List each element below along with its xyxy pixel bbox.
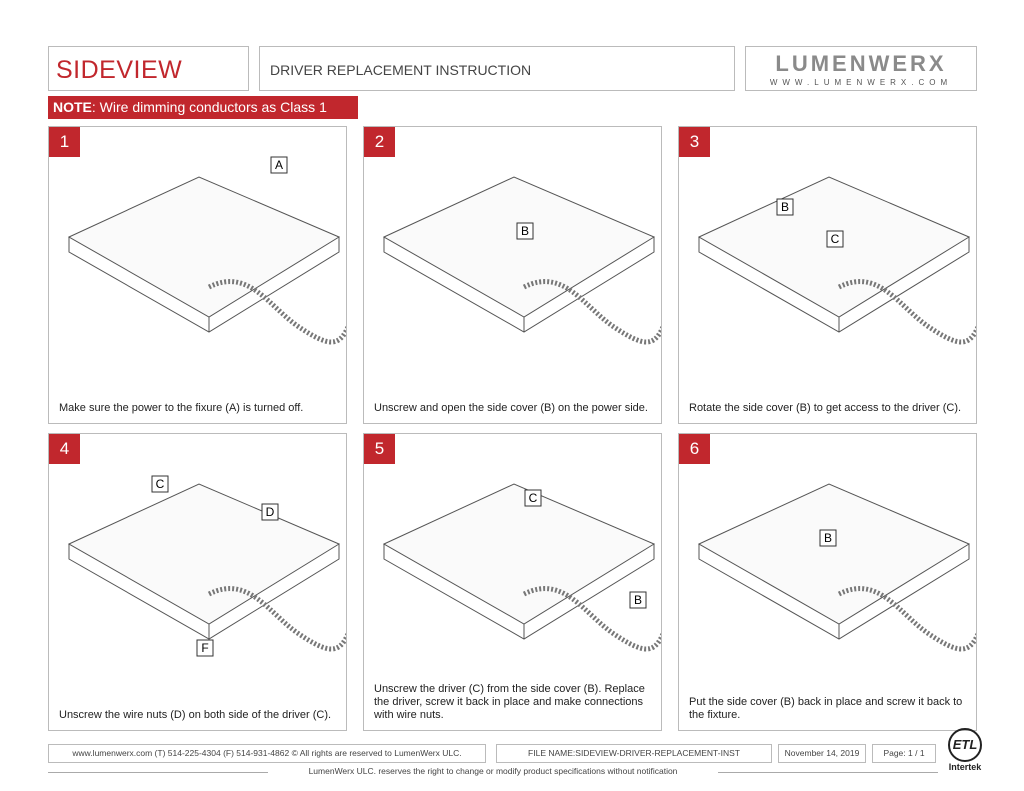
svg-text:F: F [201, 641, 208, 655]
step-number: 6 [679, 434, 710, 464]
step-number: 5 [364, 434, 395, 464]
callout-label: B [819, 529, 837, 547]
svg-text:C: C [529, 491, 538, 505]
svg-text:A: A [275, 158, 283, 172]
logo-wordmark: LUMENWERX [775, 51, 947, 76]
svg-text:D: D [266, 505, 275, 519]
footer-date: November 14, 2019 [778, 744, 866, 763]
callout-label: B [629, 591, 647, 609]
step-number: 2 [364, 127, 395, 157]
callout-label: C [151, 475, 169, 493]
callout-label: F [196, 639, 214, 657]
callout-label: B [516, 222, 534, 240]
step-number: 3 [679, 127, 710, 157]
svg-text:B: B [521, 224, 529, 238]
brand-logo: LUMENWERX WWW.LUMENWERX.COM [745, 46, 977, 91]
fixture-illustration: C D F [67, 475, 346, 657]
fixture-illustration: CB [382, 483, 661, 652]
fixture-illustration: B [697, 483, 976, 652]
step-caption: Put the side cover (B) back in place and… [689, 696, 968, 722]
etl-logo: ETL [948, 728, 982, 762]
step-number: 1 [49, 127, 80, 157]
note-banner: NOTE: Wire dimming conductors as Class 1 [48, 96, 358, 119]
callout-label: C [524, 489, 542, 507]
intertek-label: Intertek [948, 762, 982, 772]
note-label: NOTE [53, 99, 92, 115]
svg-text:C: C [831, 232, 840, 246]
page-title: SIDEVIEW [48, 46, 249, 91]
fixture-illustration: B [382, 176, 661, 345]
footer-contact: www.lumenwerx.com (T) 514-225-4304 (F) 5… [48, 744, 486, 763]
step-caption: Unscrew and open the side cover (B) on t… [374, 402, 653, 415]
svg-text:B: B [824, 531, 832, 545]
svg-text:C: C [156, 477, 165, 491]
certification-mark: ETL Intertek [945, 728, 985, 772]
step-number: 4 [49, 434, 80, 464]
step-caption: Unscrew the driver (C) from the side cov… [374, 683, 653, 722]
footer-page: Page: 1 / 1 [872, 744, 936, 763]
footer-file-name: FILE NAME:SIDEVIEW-DRIVER-REPLACEMENT-IN… [496, 744, 772, 763]
logo-url: WWW.LUMENWERX.COM [769, 78, 953, 87]
fixture-illustration: A [67, 156, 346, 345]
note-text: : Wire dimming conductors as Class 1 [91, 99, 327, 115]
fixture-illustration: BC [697, 176, 976, 345]
footer-disclaimer: LumenWerx ULC. reserves the right to cha… [48, 766, 938, 776]
step-caption: Unscrew the wire nuts (D) on both side o… [59, 709, 338, 722]
svg-text:B: B [634, 593, 642, 607]
callout-label: B [776, 198, 794, 216]
callout-label: C [826, 230, 844, 248]
callout-label: A [270, 156, 288, 174]
step-caption: Rotate the side cover (B) to get access … [689, 402, 968, 415]
step-caption: Make sure the power to the fixure (A) is… [59, 402, 338, 415]
svg-text:B: B [781, 200, 789, 214]
page-subtitle: DRIVER REPLACEMENT INSTRUCTION [259, 46, 735, 91]
callout-label: D [261, 503, 279, 521]
